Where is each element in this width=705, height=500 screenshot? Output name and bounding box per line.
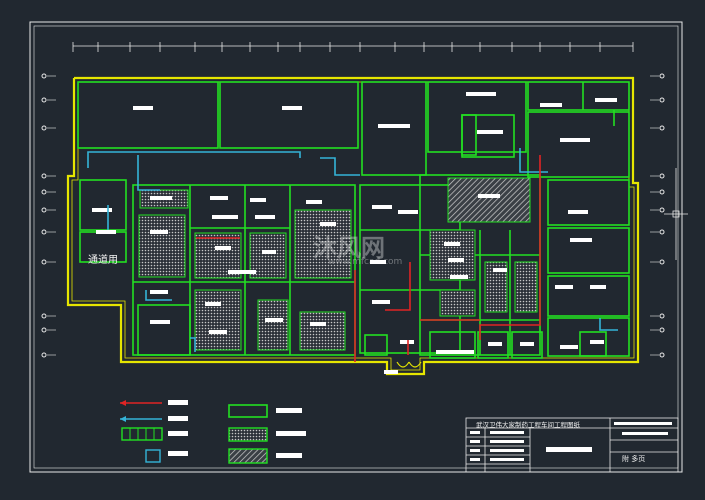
room-label-block [384, 370, 398, 374]
room-label-block [570, 238, 592, 242]
room-label-block [450, 275, 468, 279]
room-label-block [209, 330, 227, 334]
room-label: 通道用 [88, 255, 118, 266]
room-label-block [150, 196, 172, 200]
room-label-block [466, 92, 496, 96]
room-label-block [372, 300, 390, 304]
room-label-block [595, 98, 617, 102]
room-label-block [444, 242, 460, 246]
upper-rooms [77, 81, 630, 178]
room-label-block [555, 285, 573, 289]
axis-marker [41, 229, 47, 235]
axis-marker [659, 125, 665, 131]
axis-marker [659, 229, 665, 235]
axis-marker [659, 313, 665, 319]
crosshair-cursor-icon [664, 168, 688, 260]
axis-marker [659, 189, 665, 195]
axis-marker [659, 352, 665, 358]
room-label-block [250, 198, 266, 202]
room-label-block [400, 340, 414, 344]
axis-marker [41, 125, 47, 131]
axis-marker [41, 207, 47, 213]
legend [120, 400, 306, 464]
title-block-fills [470, 422, 672, 461]
room-label-block [398, 210, 418, 214]
outer-frame [29, 21, 683, 473]
room-label-block [320, 222, 336, 226]
room-label-block [265, 318, 283, 322]
axis-marker [41, 189, 47, 195]
room-label-block [488, 342, 502, 346]
inner-frame [33, 25, 679, 469]
axis-markers [41, 73, 665, 358]
room-label-block [96, 230, 116, 234]
room-label-block [306, 200, 322, 204]
room-label-block [436, 350, 458, 354]
room-label-blocks [92, 92, 617, 374]
room-label-block [477, 130, 503, 134]
watermark-url: www.mfcad.com [328, 257, 403, 267]
room-label-block [372, 205, 392, 209]
room-label-block [493, 268, 507, 272]
room-label-block [215, 246, 231, 250]
room-label-block [378, 124, 410, 128]
axis-marker [41, 352, 47, 358]
room-label-block [520, 342, 534, 346]
room-label-block [478, 194, 500, 198]
room-label-block [212, 215, 238, 219]
room-label-block [150, 290, 168, 294]
axis-marker [41, 327, 47, 333]
room-label-block [590, 285, 606, 289]
room-label-block [228, 270, 256, 274]
room-label-block [92, 208, 112, 212]
room-label-block [150, 320, 170, 324]
room-label-block [560, 345, 578, 349]
dotted-areas [138, 177, 538, 351]
room-label-block [370, 260, 386, 264]
axis-marker [659, 97, 665, 103]
room-label-block [210, 196, 228, 200]
room-label-block [133, 106, 153, 110]
title-block [465, 417, 679, 473]
main-entrance-door [396, 361, 422, 368]
room-label-block [205, 302, 221, 306]
axis-marker [659, 327, 665, 333]
room-label-block [310, 322, 326, 326]
room-label-block [568, 210, 588, 214]
room-label-block [590, 340, 604, 344]
title-block-project: 武汉卫伟大家制药工程车间工程图纸 [476, 421, 580, 429]
axis-marker [41, 313, 47, 319]
axis-marker [41, 259, 47, 265]
room-label-block [255, 215, 275, 219]
room-label-block [560, 138, 590, 142]
axis-marker [41, 97, 47, 103]
axis-marker [659, 173, 665, 179]
room-label-block [540, 103, 562, 107]
room-label-block [448, 258, 464, 262]
axis-marker [659, 207, 665, 213]
axis-marker [659, 73, 665, 79]
axis-marker [41, 173, 47, 179]
axis-marker [41, 73, 47, 79]
duct-lines [87, 148, 618, 362]
room-label-block [452, 350, 474, 354]
room-label-block [150, 230, 168, 234]
room-label-block [282, 106, 302, 110]
watermark-logo: 沐风网 [313, 234, 385, 262]
axis-marker [659, 259, 665, 265]
title-block-drawing-name: 附 多页 [622, 455, 646, 463]
room-label-block [262, 250, 276, 254]
top-dimension-line [72, 42, 634, 52]
